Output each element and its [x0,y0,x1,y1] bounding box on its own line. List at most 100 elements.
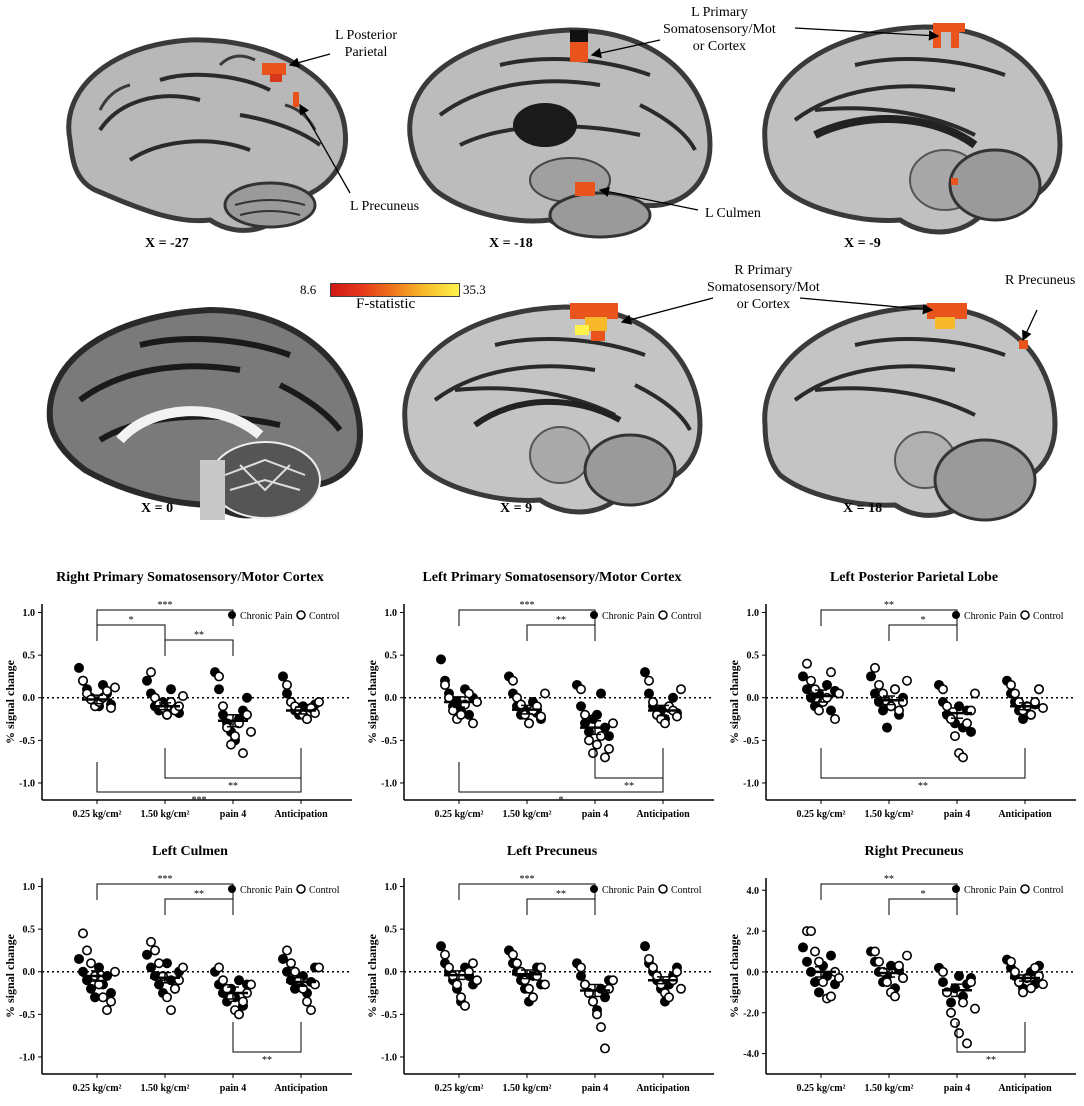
data-point-control [472,697,483,708]
legend-label: Control [671,885,702,896]
data-point-chronic-pain [954,971,965,982]
data-point-control [826,991,837,1002]
y-tick-label: 1.0 [385,608,398,619]
legend-marker-chronic-pain [228,611,236,619]
data-point-control [826,667,837,678]
data-point-control [942,701,953,712]
data-point-control [874,956,885,967]
data-point-control [962,1038,973,1049]
y-tick-label: -0.5 [743,736,759,747]
annotation-l-posterior-parietal: L Posterior Parietal [335,28,398,60]
data-point-chronic-pain [938,977,949,988]
brain-slice-x-0 [46,306,364,520]
x-tick-label: 0.25 kg/cm² [434,1083,483,1094]
slice-label: X = -18 [489,236,533,251]
legend-marker-control [658,884,668,894]
data-point-chronic-pain [142,675,153,686]
significance-bracket [956,1022,1026,1053]
data-point-control [882,977,893,988]
data-point-control [870,946,881,957]
data-point-chronic-pain [966,726,977,737]
data-point-chronic-pain [146,962,157,973]
data-point-chronic-pain [592,709,603,720]
data-point-control [643,675,654,686]
significance-label: ** [624,781,634,792]
data-point-control [301,714,312,725]
data-point-chronic-pain [576,701,587,712]
data-point-control [810,946,821,957]
y-tick-label: 1.0 [23,882,36,893]
colorbar-max: 35.3 [463,282,486,297]
data-point-chronic-pain [604,731,615,742]
data-point-chronic-pain [946,997,957,1008]
data-point-chronic-pain [436,654,447,665]
significance-bracket [458,883,596,900]
colorbar [330,283,460,297]
y-tick-label: 2.0 [747,927,760,938]
data-point-control [946,714,957,725]
data-point-chronic-pain [639,667,650,678]
legend-marker-chronic-pain [952,611,960,619]
data-point-chronic-pain [802,684,813,695]
y-tick-label: 0.0 [385,967,398,978]
significance-label: *** [192,795,207,806]
data-point-chronic-pain [218,709,229,720]
y-axis-label: % signal change [3,659,17,744]
legend-marker-control [1020,610,1030,620]
data-point-control [902,950,913,961]
x-tick-label: pain 4 [582,1083,608,1094]
y-tick-label: 1.0 [747,608,760,619]
data-point-control [520,975,531,986]
data-point-control [468,718,479,729]
data-point-chronic-pain [826,705,837,716]
data-point-control [162,709,173,720]
significance-label: ** [194,630,204,641]
y-tick-label: -1.0 [381,778,397,789]
data-point-control [214,962,225,973]
data-point-control [102,685,113,696]
y-tick-label: 0.0 [747,693,760,704]
legend-label: Chronic Pain [602,611,655,622]
data-point-control [1029,962,1040,973]
data-point-control [592,739,603,750]
legend-label: Control [1033,885,1064,896]
data-point-chronic-pain [281,688,292,699]
data-point-control [218,701,229,712]
significance-bracket [96,762,302,793]
x-tick-label: Anticipation [636,809,690,820]
data-point-control [814,705,825,716]
data-point-control [508,949,519,960]
x-tick-label: Anticipation [274,1083,328,1094]
significance-bracket [458,609,596,626]
data-point-control [78,675,89,686]
significance-bracket [820,883,958,900]
significance-bracket [232,1022,302,1053]
data-point-control [170,983,181,994]
data-point-control [1013,697,1024,708]
significance-label: *** [158,600,173,611]
data-point-control [178,691,189,702]
data-point-control [301,996,312,1007]
slice-label: X = -9 [844,236,881,251]
data-point-control [954,1028,965,1039]
data-point-control [460,1000,471,1011]
data-point-control [675,684,686,695]
significance-bracket [164,898,234,915]
legend-marker-chronic-pain [228,885,236,893]
data-point-control [222,722,233,733]
data-point-chronic-pain [826,950,837,961]
data-point-control [440,679,451,690]
data-point-chronic-pain [882,722,893,733]
data-point-control [218,975,229,986]
chart-title: Left Posterior Parietal Lobe [829,570,999,585]
data-point-control [1025,709,1036,720]
data-point-control [1029,697,1040,708]
data-point-control [938,684,949,695]
data-point-control [226,992,237,1003]
y-axis-label: % signal change [365,933,379,1018]
y-tick-label: -0.5 [19,736,35,747]
y-tick-label: -2.0 [743,1008,759,1019]
